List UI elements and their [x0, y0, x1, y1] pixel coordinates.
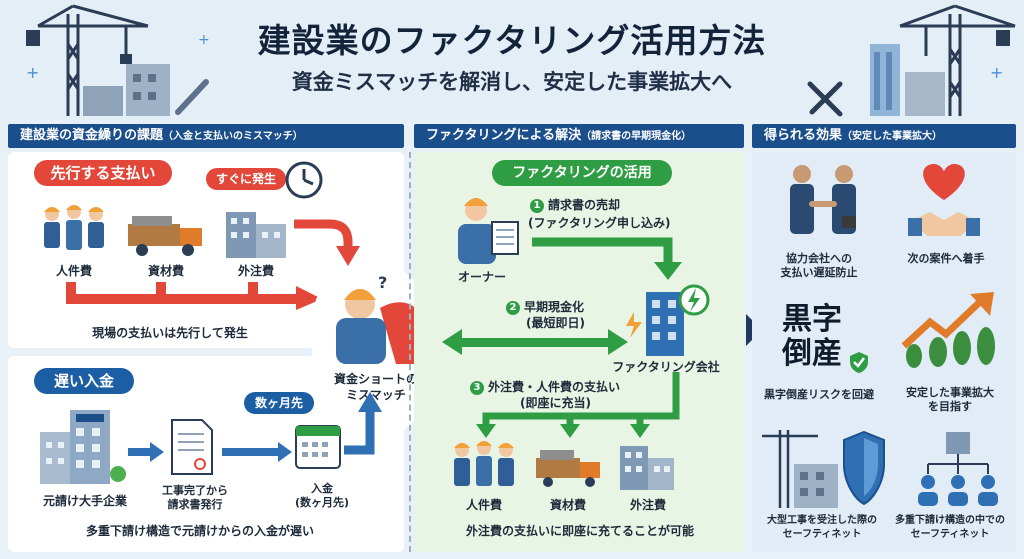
page-title: 建設業のファクタリング活用方法 [257, 21, 767, 60]
middle-column-header: ファクタリングによる解決（請求書の早期現金化） [414, 124, 744, 148]
svg-text:+: + [198, 32, 210, 48]
check-shield-icon [850, 352, 868, 373]
left-column-title: 建設業の資金繰りの課題 [20, 128, 164, 143]
effect4-line1: 安定した事業拡大 [906, 386, 994, 399]
left-column-note: （入金と支払いのミスマッチ） [163, 131, 303, 142]
right-column-header: 得られる効果（安定した事業拡大） [752, 124, 1016, 148]
factoring-pill: ファクタリングの活用 [492, 160, 672, 186]
workers-icon [44, 205, 104, 250]
middle-column-note: （請求書の早期現金化） [581, 131, 692, 142]
right-column-title: 得られる効果 [764, 128, 843, 143]
step2-line2: (最短即日) [526, 316, 585, 330]
distribution-arrow-icon [476, 372, 680, 438]
effect6-line1: 多重下請け構造の中での [895, 515, 1005, 526]
invoice-label-line1: 工事完了から [162, 484, 228, 497]
building-icon [226, 212, 286, 258]
column-divider [409, 152, 411, 552]
urgent-arrow-icon [294, 219, 360, 266]
step2-number: 2 [506, 300, 520, 315]
effect2-line1: 次の案件へ着手 [907, 252, 985, 265]
advance-item-outsourcing: 外注費 [237, 264, 274, 278]
page-subtitle: 資金ミスマッチを解消し、安定した事業拡大へ [291, 70, 733, 94]
factoring-item-labor: 人件費 [465, 498, 502, 512]
mismatch-line2: ミスマッチ [346, 388, 406, 402]
cash-double-arrow-icon [442, 329, 628, 355]
step2-line1: 早期現金化 [524, 300, 585, 314]
factoring-company-icon [626, 284, 710, 356]
effect3-line1: 黒字倒産リスクを回避 [764, 388, 874, 401]
advance-item-labor: 人件費 [55, 264, 92, 278]
header-background [0, 0, 1024, 120]
invoice-icon [171, 419, 213, 475]
svg-text:+: + [990, 63, 1003, 82]
payment-arrow-icon [222, 442, 292, 462]
factoring-caption: 外注費の支払いに即座に充てることが可能 [465, 524, 694, 538]
crane-right-icon: + [807, 4, 1016, 117]
effect1-line1: 協力会社への [786, 252, 852, 265]
subcontract-network-icon [918, 432, 998, 506]
kuroji-line2: 倒産 [782, 336, 842, 371]
factoring-building-icon [620, 446, 674, 490]
svg-text:?: ? [378, 273, 387, 292]
step3-line2: (即座に充当) [520, 396, 591, 410]
svg-text:+: + [26, 63, 39, 82]
client-label: 元請け大手企業 [42, 494, 127, 508]
kuroji-line1: 黒字 [782, 302, 842, 337]
effect5-line1: 大型工事を受注した際の [767, 515, 877, 526]
truck-icon [128, 216, 202, 256]
step3-number: 3 [470, 380, 484, 395]
advance-item-materials: 資材費 [147, 264, 184, 278]
client-building-icon [40, 410, 126, 484]
right-column-note: （安定した事業拡大） [842, 131, 943, 142]
invoice-label-line2: 請求書発行 [167, 498, 223, 511]
effect5-line2: セーフティネット [782, 529, 862, 540]
step1-line1: 請求書の売却 [548, 198, 621, 212]
step3-line1: 外注費・人件費の支払い [488, 380, 621, 394]
step1-title: 1 請求書の売却 [530, 196, 620, 213]
effect4-line2: を目指す [928, 400, 972, 413]
left-column-header: 建設業の資金繰りの課題（入金と支払いのミスマッチ） [8, 124, 404, 148]
owner-label: オーナー [457, 270, 506, 284]
step1-number: 1 [530, 198, 544, 213]
calendar-icon [295, 425, 341, 469]
factoring-panel [414, 152, 744, 552]
growth-chart-icon [901, 292, 995, 368]
mismatch-line1: 資金ショートの [333, 372, 418, 386]
advance-payment-pill: 先行する支払い [34, 160, 172, 186]
step1-arrow-icon [532, 237, 682, 280]
factoring-item-materials: 資材費 [549, 498, 586, 512]
heart-handshake-icon [908, 164, 980, 236]
months-later-badge: 数ヶ月先 [244, 392, 314, 414]
effect1-line2: 支払い遅延防止 [780, 266, 858, 279]
factoring-item-outsourcing: 外注費 [629, 498, 666, 512]
income-up-arrow-icon [344, 392, 382, 455]
advance-payment-caption: 現場の支払いは先行して発生 [92, 326, 248, 340]
urgent-badge: すぐに発生 [206, 168, 286, 190]
step3-title: 3 外注費・人件費の支払い [470, 378, 620, 395]
invoice-arrow-icon [128, 442, 164, 462]
handshake-people-icon [790, 165, 856, 234]
income-label-line1: 入金 [311, 482, 333, 495]
middle-column-title: ファクタリングによる解決 [426, 128, 582, 143]
owner-icon [458, 198, 519, 264]
clock-icon [285, 161, 323, 199]
step1-line2: (ファクタリング申し込み) [528, 216, 671, 230]
factoring-company-label: ファクタリング会社 [612, 360, 720, 374]
crane-left-icon: + + [26, 4, 210, 116]
late-income-caption: 多重下請け構造で元請けからの入金が遅い [85, 524, 314, 538]
factoring-workers-icon [454, 441, 514, 486]
late-income-pill: 遅い入金 [34, 368, 134, 394]
factoring-truck-icon [536, 450, 600, 487]
income-label-line2: (数ヶ月先) [294, 496, 350, 509]
advance-payment-arrow-icon [66, 282, 322, 310]
effect6-line2: セーフティネット [910, 529, 990, 540]
construction-shield-icon [762, 430, 885, 508]
step2-title: 2 早期現金化 [506, 298, 584, 315]
